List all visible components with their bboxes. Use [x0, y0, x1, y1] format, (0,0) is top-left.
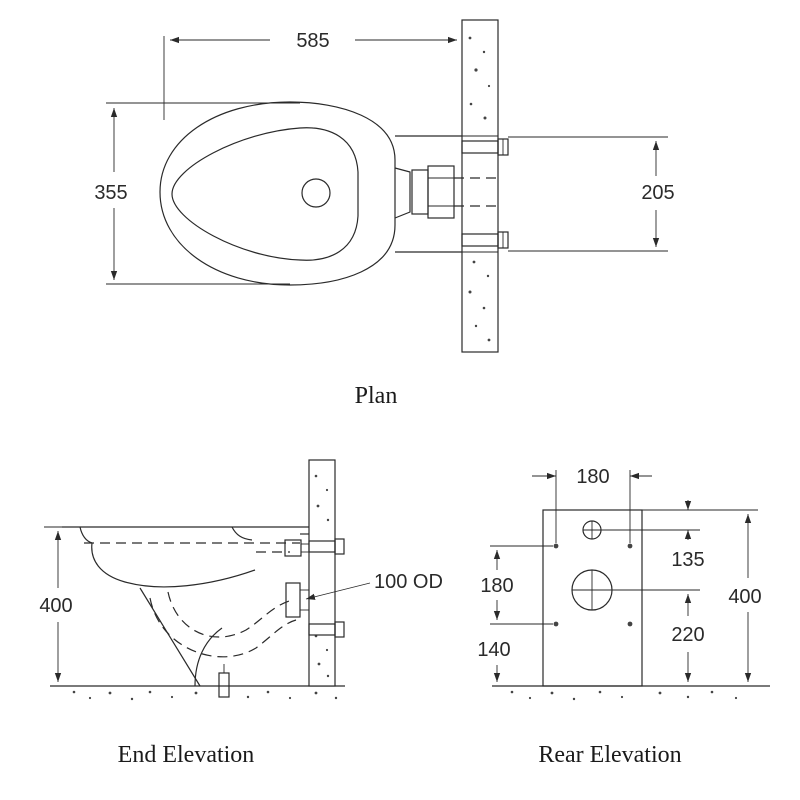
plan-dim-width: 585 [163, 30, 457, 120]
plan-depth-label: 355 [94, 182, 127, 204]
rear-overall-height-label: 400 [728, 586, 761, 608]
rear-dim-fixing-height: 140 [477, 639, 511, 682]
end-floor-fixing [218, 672, 230, 698]
plan-fixing-bolts [461, 138, 509, 249]
rear-inlet [582, 520, 602, 540]
rear-elevation-view: 180 135 180 140 220 [477, 466, 770, 768]
rear-fixing-points [553, 543, 633, 627]
end-wall-texture [314, 474, 330, 678]
rear-dim-side-spacing: 180 [480, 545, 553, 625]
rear-outlet [571, 569, 613, 611]
rear-fixing-spacing-label: 180 [576, 466, 609, 488]
plan-rear-connection [394, 135, 496, 253]
plan-bowl-outer [159, 101, 396, 286]
rear-dim-outlet-height: 220 [612, 589, 705, 682]
end-pedestal [139, 587, 201, 687]
end-wall [308, 459, 336, 687]
end-fixing-bolts [308, 538, 345, 638]
end-bowl-front [91, 542, 256, 588]
rear-fixing-height-label: 140 [477, 639, 510, 661]
end-dim-height: 400 [39, 526, 78, 682]
rear-side-spacing-label: 180 [480, 575, 513, 597]
end-outlet-spigot [285, 582, 301, 618]
rear-panel [542, 509, 643, 687]
end-trap-hidden [167, 591, 293, 638]
rear-dim-fixing-spacing: 180 [532, 466, 652, 543]
plan-dim-depth: 355 [94, 102, 300, 285]
plan-outlet-hole [301, 178, 331, 208]
rear-elevation-title: Rear Elevation [538, 742, 681, 768]
plan-dim-fixing-centres: 205 [508, 136, 675, 252]
end-outlet-label: 100 OD [374, 571, 443, 593]
end-elevation-title: End Elevation [118, 742, 255, 768]
end-elevation-view: 400 100 OD End Elevation [39, 459, 443, 768]
plan-title: Plan [355, 383, 398, 409]
plan-bowl-inner [171, 127, 359, 261]
rear-dim-inlet-offset: 135 [601, 500, 758, 571]
rear-floor-texture [510, 690, 738, 701]
end-outlet-leader: 100 OD [305, 571, 443, 600]
rear-outlet-height-label: 220 [671, 624, 704, 646]
plan-wall [461, 19, 499, 353]
plan-wall-texture [468, 36, 491, 342]
rear-dim-overall-height: 400 [728, 514, 762, 682]
plan-fixing-centres-label: 205 [641, 182, 674, 204]
rear-inlet-offset-label: 135 [671, 549, 704, 571]
end-height-label: 400 [39, 595, 72, 617]
plan-width-label: 585 [296, 30, 329, 52]
end-floor-texture [72, 690, 338, 701]
plan-view: 585 355 205 Plan [94, 19, 675, 409]
